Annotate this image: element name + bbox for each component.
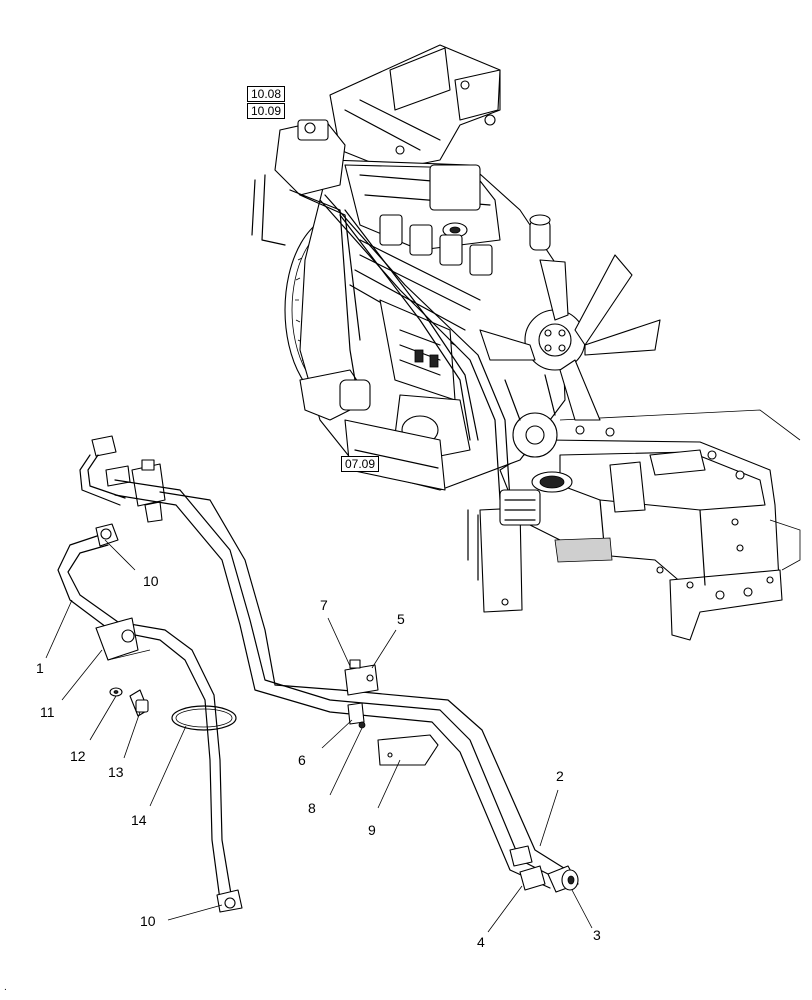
callout-10-lower: 10	[140, 913, 156, 929]
callout-11: 11	[40, 704, 55, 720]
callout-9: 9	[368, 822, 376, 838]
callout-12: 12	[70, 748, 86, 764]
callout-10-upper: 10	[143, 573, 159, 589]
tractor-frame	[467, 409, 801, 641]
drain-pipe-assembly	[57, 523, 243, 913]
hydraulic-pipe-assembly	[79, 435, 579, 893]
section-ref-10-08[interactable]: 10.08	[247, 86, 286, 102]
callout-4: 4	[477, 934, 485, 950]
callout-14: 14	[131, 812, 147, 828]
callout-1: 1	[36, 660, 44, 676]
callout-8: 8	[308, 800, 316, 816]
leader-lines	[45, 539, 593, 933]
section-ref-10-09[interactable]: 10.09	[247, 103, 286, 119]
engine-assembly	[251, 44, 661, 526]
engine-fan	[479, 254, 661, 421]
callout-6: 6	[298, 752, 306, 768]
callout-3: 3	[593, 927, 601, 943]
callout-2: 2	[556, 768, 564, 784]
callout-5: 5	[397, 611, 405, 627]
callout-13: 13	[108, 764, 124, 780]
corner-mark: .	[4, 982, 7, 993]
callout-7: 7	[320, 597, 328, 613]
section-ref-07-09[interactable]: 07.09	[341, 456, 380, 472]
